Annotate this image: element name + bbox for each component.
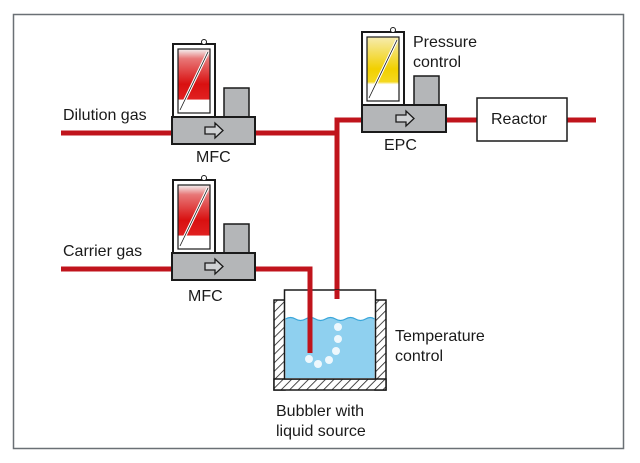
pressure-control-label-line2: control — [413, 54, 462, 71]
temperature-control-label-line2: control — [395, 348, 444, 365]
dilution-gas-label: Dilution gas — [63, 107, 147, 124]
bubbler-label-line1: Bubbler with — [276, 403, 365, 420]
bubbler-label-line2: liquid source — [276, 423, 366, 440]
reactor-label: Reactor — [491, 111, 548, 128]
gas-bubbles — [305, 323, 342, 368]
epc-device — [361, 27, 447, 133]
temperature-control-label-line1: Temperature — [395, 328, 485, 345]
mfc-carrier-label: MFC — [188, 288, 223, 305]
carrier-gas-label: Carrier gas — [63, 243, 143, 260]
bubbler-outlet-line — [334, 117, 362, 300]
mfc-carrier-valve-block — [223, 223, 250, 254]
heater-jacket-bottom — [273, 378, 387, 391]
mfc-dilution-label: MFC — [196, 149, 231, 166]
flow-arrow-icon — [204, 257, 224, 276]
pressure-control-label-line1: Pressure — [413, 34, 478, 51]
heater-jacket-right — [374, 299, 387, 391]
mfc-carrier-body — [171, 252, 256, 281]
reactor-box — [476, 97, 568, 142]
epc-label: EPC — [384, 137, 417, 154]
mfc-dilution-valve-block — [223, 87, 250, 118]
liquid-source — [285, 317, 375, 378]
mfc-carrier-device — [171, 175, 256, 281]
flow-arrow-icon — [204, 121, 224, 140]
mfc-dilution-device — [171, 39, 256, 145]
epc-valve-block — [413, 75, 440, 106]
bubbler-vessel — [273, 269, 387, 391]
heater-jacket-left — [273, 299, 286, 391]
flow-arrow-icon — [395, 109, 415, 128]
